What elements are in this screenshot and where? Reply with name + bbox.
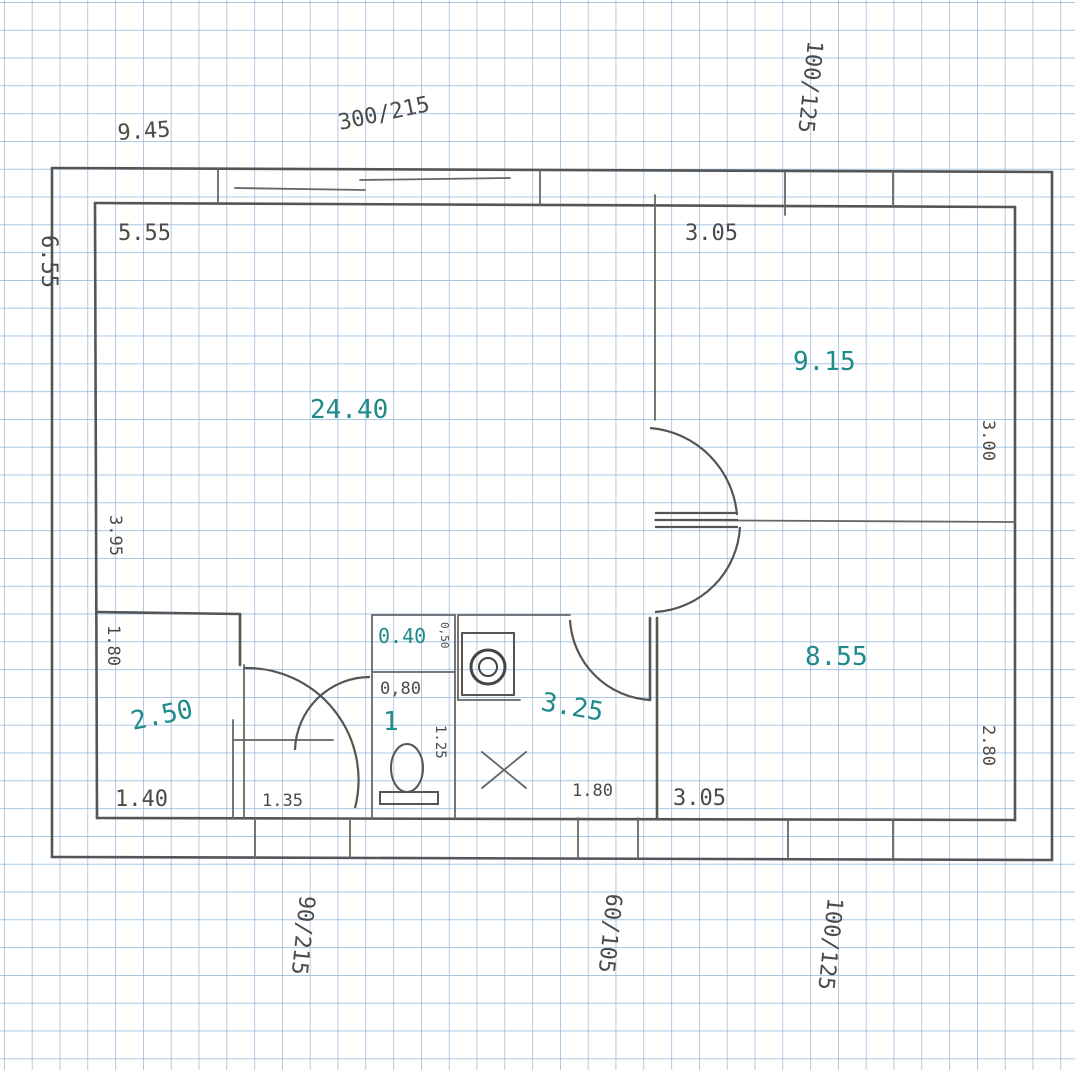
- shower-x-icon: [481, 751, 527, 789]
- wc-small-dim-label: 0,80: [380, 679, 421, 699]
- wc-side-label: 1.25: [432, 725, 448, 759]
- living-side-label: 3.95: [105, 515, 125, 556]
- left-height-label: 6.55: [36, 235, 61, 288]
- hall-width-label: 1.35: [262, 791, 303, 811]
- room-top-width-label: 3.05: [685, 221, 738, 246]
- room-bottom-width-label: 3.05: [673, 786, 726, 811]
- living-area-label: 24.40: [310, 395, 388, 425]
- door-arc-room-top: [649, 426, 739, 516]
- wc-small-area-label: 0.40: [378, 624, 426, 648]
- door-swings: [243, 426, 742, 809]
- wc-area-label: 1: [383, 707, 399, 737]
- room-top-side-label: 3.00: [978, 420, 998, 461]
- room-bottom-side-label: 2.80: [978, 725, 998, 766]
- closet-side-label: 1.80: [103, 625, 123, 666]
- door-arc-bath: [568, 619, 651, 702]
- door-arc-closet: [243, 666, 360, 809]
- toilet-icon: [379, 743, 439, 805]
- door-arc-wc: [293, 675, 371, 751]
- closet-width-label: 1.40: [115, 787, 168, 812]
- room-top-area-label: 9.15: [793, 347, 856, 377]
- washing-machine-icon: [461, 632, 515, 696]
- room-bottom-area-label: 8.55: [805, 642, 868, 672]
- window-marks: [217, 167, 894, 859]
- inner-walls: [93, 194, 1017, 822]
- living-width-label: 5.55: [118, 221, 171, 246]
- top-left-width-label: 9.45: [117, 117, 172, 146]
- bath-width-label: 1.80: [572, 781, 613, 801]
- fixtures: [379, 632, 527, 805]
- wc-dim-label: 0,50: [438, 622, 451, 649]
- door-arc-room-bottom: [654, 526, 742, 614]
